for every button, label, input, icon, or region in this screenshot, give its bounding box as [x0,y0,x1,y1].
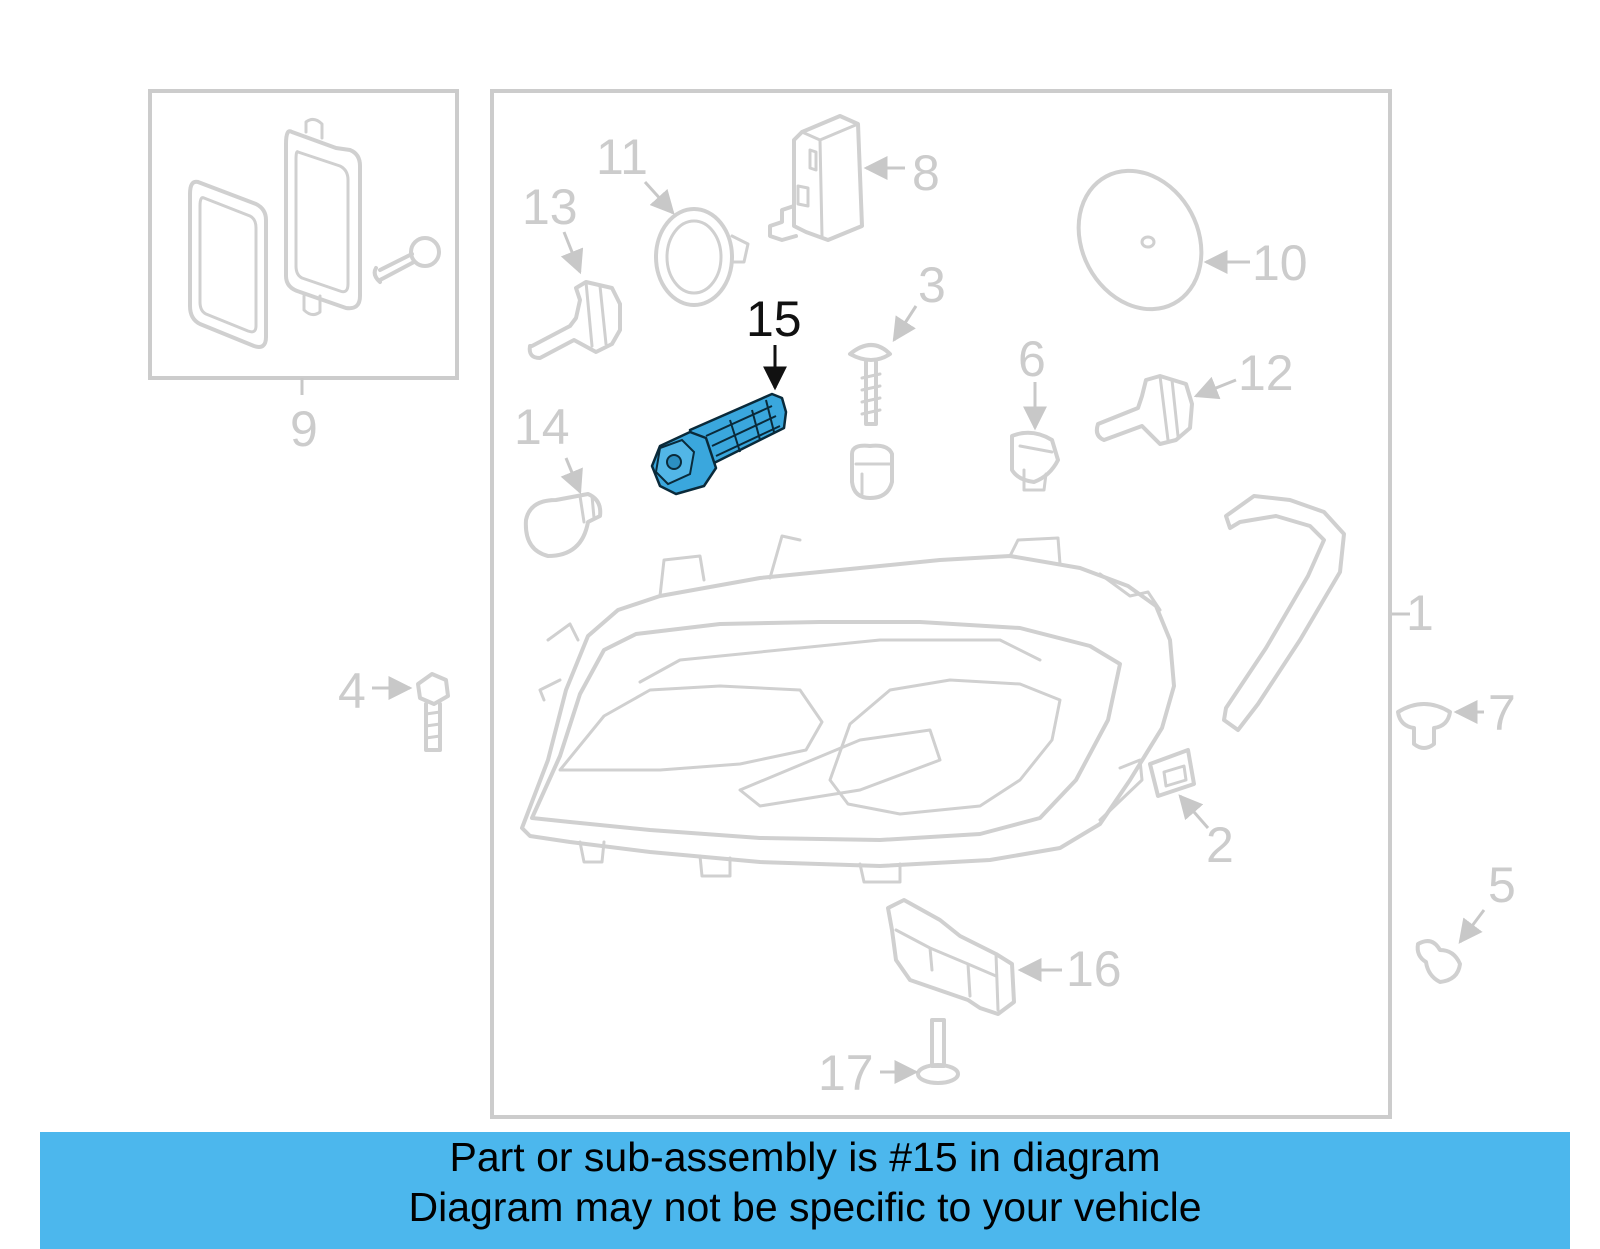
part-2-clip-nut [1148,748,1196,798]
part-5-push-pin [1415,939,1462,984]
callout-3: 3 [918,257,946,313]
part-12-bulb [1094,374,1194,446]
callout-2: 2 [1206,817,1234,873]
part-3-screw [848,343,894,500]
callout-9: 9 [290,401,318,457]
callout-14: 14 [514,399,570,455]
callout-12: 12 [1238,345,1294,401]
part-16-control-module [886,898,1016,1016]
callout-7: 7 [1488,685,1516,741]
callout-6: 6 [1018,331,1046,387]
part-4-bolt [416,672,450,752]
callout-10: 10 [1252,235,1308,291]
callout-15: 15 [746,291,802,347]
trim-strip [1222,494,1346,732]
part-11-socket-ring [654,207,750,307]
headlamp-assembly-frame [490,89,1392,1119]
part-14-bulb [523,492,603,558]
callout-11: 11 [596,129,648,185]
callout-1: 1 [1406,585,1434,641]
caption-line-2: Diagram may not be specific to your vehi… [408,1184,1202,1230]
callout-13: 13 [522,179,578,235]
part-10-dust-cap [1076,168,1204,312]
part-8-connector [768,114,864,242]
callout-17: 17 [818,1045,874,1101]
callout-5: 5 [1488,857,1516,913]
caption-line-1: Part or sub-assembly is #15 in diagram [449,1134,1161,1180]
part-17-stud [916,1018,960,1085]
callout-16: 16 [1066,941,1122,997]
callout-8: 8 [912,145,940,201]
subassembly-9-frame [148,89,459,380]
callout-4: 4 [338,663,366,719]
part-1-headlamp [520,534,1176,884]
caption-banner: Part or sub-assembly is #15 in diagram D… [40,1132,1570,1249]
part-9-gasket-set [188,117,441,349]
part-6-clip [1010,430,1060,492]
part-7-push-clip [1396,702,1452,750]
part-15-adjuster [650,392,788,496]
part-13-bulb [527,280,622,360]
